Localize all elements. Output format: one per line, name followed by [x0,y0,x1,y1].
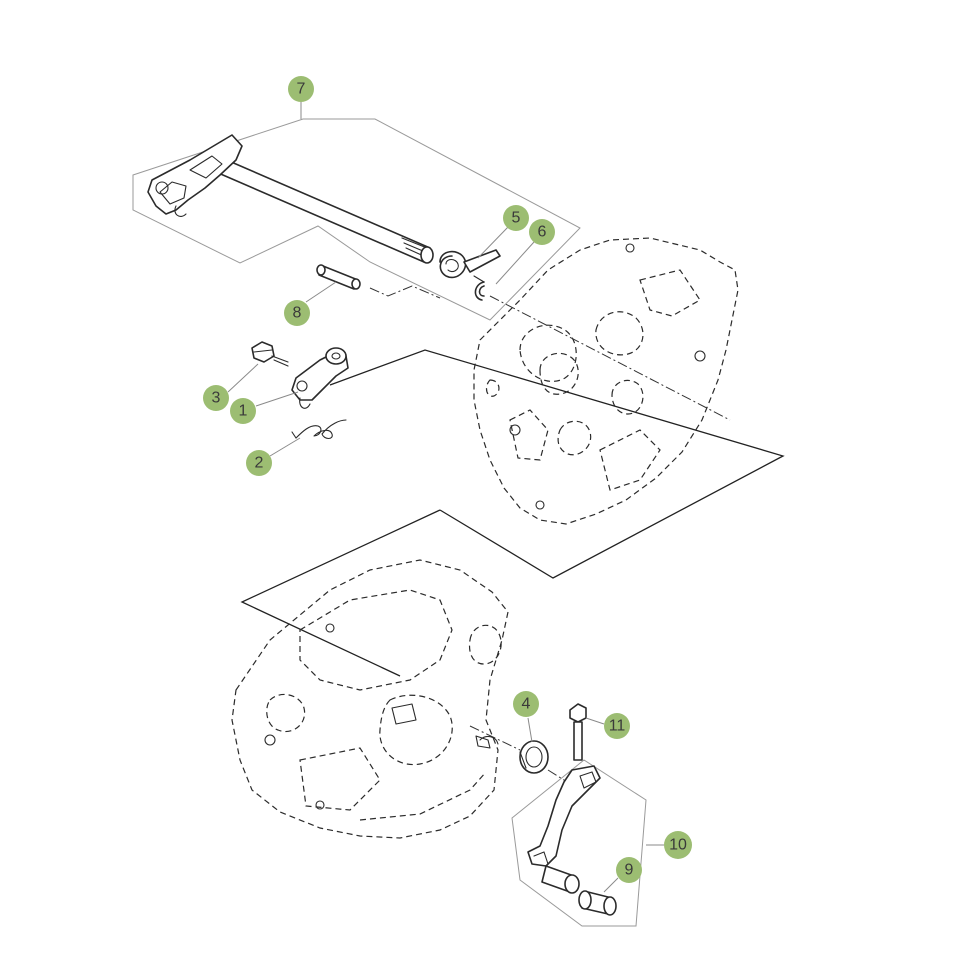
pin [316,264,361,290]
leader-lines [227,102,664,893]
callout-8[interactable]: 8 [284,300,310,326]
callout-label-2: 2 [255,455,264,472]
bolt [251,341,289,367]
callout-10[interactable]: 10 [664,831,692,859]
callout-2[interactable]: 2 [246,450,272,476]
callout-label-9: 9 [625,862,634,879]
callout-1[interactable]: 1 [230,398,256,424]
callout-7[interactable]: 7 [288,76,314,102]
pedal-rubber [578,890,617,916]
callout-label-6: 6 [538,224,547,241]
callout-4[interactable]: 4 [513,691,539,717]
callout-label-1: 1 [239,403,248,420]
circlip [474,281,485,301]
callout-3[interactable]: 3 [203,385,229,411]
stopper-lever [291,347,349,409]
shift-pedal [527,765,601,867]
callout-label-3: 3 [212,390,221,407]
callout-label-11: 11 [609,718,626,735]
upper-assembly-plane [240,349,785,677]
callout-label-10: 10 [669,837,687,854]
assembly-center-lines [369,285,731,791]
left-crankcase [231,559,509,839]
shift-pedal-group-outline [511,759,647,927]
callout-label-5: 5 [512,210,521,227]
return-spring [291,419,347,440]
callout-label-4: 4 [522,696,531,713]
callout-label-7: 7 [297,81,306,98]
shift-shaft-assembly [147,134,434,264]
pedal-bolt [569,703,587,761]
right-crankcase [473,237,739,525]
callout-label-8: 8 [293,305,302,322]
oil-seal [519,740,549,774]
callout-5[interactable]: 5 [503,205,529,231]
callout-11[interactable]: 11 [604,713,630,739]
shaft-spring [439,249,501,283]
shift-shaft-group-outline [132,118,581,321]
callout-6[interactable]: 6 [529,219,555,245]
callout-9[interactable]: 9 [616,857,642,883]
pedal-rubber-installed [541,865,580,894]
